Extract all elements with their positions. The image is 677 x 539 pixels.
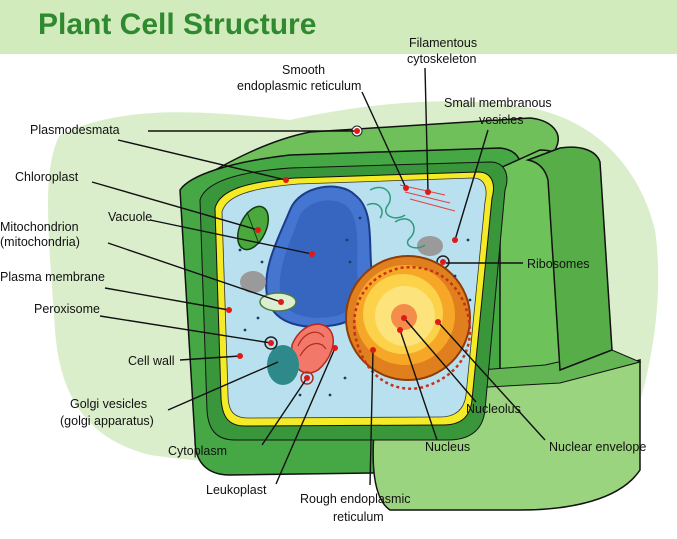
label-mitochondrion-1: Mitochondrion — [0, 220, 79, 234]
label-chloroplast: Chloroplast — [15, 170, 79, 184]
label-mitochondrion-2: (mitochondria) — [0, 235, 80, 249]
cytoplasm-dots — [238, 216, 472, 397]
label-vacuole: Vacuole — [108, 210, 152, 224]
leukoplast — [267, 345, 299, 385]
golgi-vesicle — [300, 371, 314, 385]
page-title: Plant Cell Structure — [38, 8, 317, 41]
label-rough-er-1: Rough endoplasmic — [300, 492, 411, 506]
label-smooth-er-2: endoplasmic reticulum — [237, 79, 361, 93]
label-cytoplasm: Cytoplasm — [168, 444, 227, 458]
label-leukoplast: Leukoplast — [206, 483, 267, 497]
label-peroxisome: Peroxisome — [34, 302, 100, 316]
marker-dots — [226, 128, 458, 381]
label-golgi-1: Golgi vesicles — [70, 397, 147, 411]
gray-organelle-2 — [417, 236, 443, 256]
label-nuclear-envelope: Nuclear envelope — [549, 440, 646, 454]
label-smooth-er-1: Smooth — [282, 63, 325, 77]
label-filamentous-1: Filamentous — [409, 36, 477, 50]
cell-wall-right-slab — [525, 146, 613, 372]
label-nucleus: Nucleus — [425, 440, 470, 454]
title-band — [0, 0, 677, 54]
smooth-er — [366, 186, 426, 249]
label-plasma-membrane: Plasma membrane — [0, 270, 105, 284]
label-golgi-2: (golgi apparatus) — [60, 414, 154, 428]
nucleus — [345, 255, 471, 381]
golgi-apparatus — [291, 323, 334, 374]
peroxisome — [264, 336, 278, 350]
label-vesicles-1: Small membranous — [444, 96, 552, 110]
label-rough-er-2: reticulum — [333, 510, 384, 524]
label-nucleolus: Nucleolus — [466, 402, 521, 416]
gray-organelle-1 — [240, 271, 266, 293]
label-plasmodesmata: Plasmodesmata — [30, 123, 120, 137]
label-cell-wall: Cell wall — [128, 354, 175, 368]
leader-lines — [91, 67, 546, 486]
label-vesicles-2: vesicles — [479, 113, 523, 127]
label-ribosomes: Ribosomes — [527, 257, 590, 271]
label-filamentous-2: cytoskeleton — [407, 52, 477, 66]
